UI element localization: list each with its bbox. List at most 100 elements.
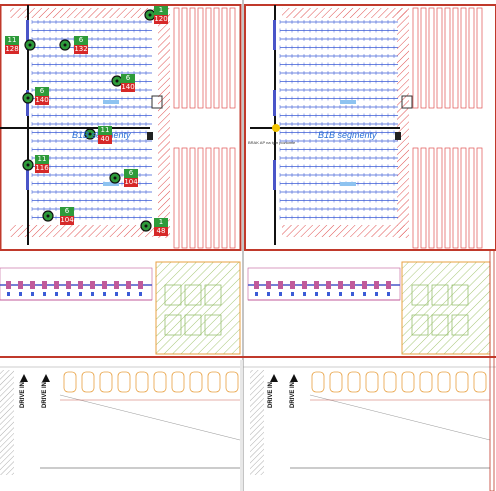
drive-in-label-3: DRIVE IN xyxy=(268,381,274,408)
pallet-slot xyxy=(431,284,449,306)
conveyor-node xyxy=(138,281,143,289)
conveyor-node xyxy=(19,292,22,296)
conveyor-node xyxy=(54,281,59,289)
conveyor-node xyxy=(350,281,355,289)
ap-icon-dot xyxy=(148,13,152,17)
pallet-slot xyxy=(184,314,202,336)
lower-wall xyxy=(0,356,496,368)
segment-label-right: B1B segmenty xyxy=(318,130,377,140)
long-rack xyxy=(420,147,427,249)
conveyor-node xyxy=(43,292,46,296)
pallet-slot xyxy=(451,284,469,306)
loading-docks xyxy=(63,371,487,393)
ap-marker-value: 120 xyxy=(154,15,168,24)
dock-door xyxy=(63,371,77,393)
ap-marker-count: 11 xyxy=(5,36,19,45)
dock-door xyxy=(347,371,361,393)
conveyor-node xyxy=(78,281,83,289)
pallet-slot xyxy=(164,284,182,306)
dock-door xyxy=(455,371,469,393)
conveyor-node xyxy=(114,281,119,289)
long-rack xyxy=(412,7,419,109)
conveyor-node xyxy=(278,281,283,289)
conveyor-node xyxy=(67,292,70,296)
long-rack xyxy=(213,147,220,249)
drive-in-label-1: DRIVE IN xyxy=(20,381,26,408)
conveyor-node xyxy=(327,292,330,296)
conveyor-node xyxy=(115,292,118,296)
drive-arrows xyxy=(20,374,298,382)
long-rack xyxy=(452,7,459,109)
dock-door xyxy=(225,371,239,393)
pallet-slot xyxy=(411,314,429,336)
ap-marker-count: 6 xyxy=(121,74,135,83)
dock-guides xyxy=(40,394,491,469)
dock-door xyxy=(189,371,203,393)
long-rack xyxy=(229,7,236,109)
conveyor-node xyxy=(31,292,34,296)
ap-icon-dot xyxy=(26,163,30,167)
long-rack xyxy=(476,7,483,109)
long-rack xyxy=(221,7,228,109)
conveyor-node xyxy=(102,281,107,289)
dock-door xyxy=(401,371,415,393)
small-equipment xyxy=(103,95,413,186)
ap-marker-value: 40 xyxy=(98,135,112,144)
long-rack xyxy=(213,7,220,109)
conveyor-node xyxy=(326,281,331,289)
conveyor-node xyxy=(362,281,367,289)
ap-marker-count: 11 xyxy=(35,155,49,164)
conveyor-node xyxy=(351,292,354,296)
dock-door xyxy=(311,371,325,393)
pallet-slot xyxy=(431,314,449,336)
ap-marker-count: 6 xyxy=(35,87,49,96)
long-racks xyxy=(173,7,483,249)
conveyor-node xyxy=(254,281,259,289)
long-rack xyxy=(468,147,475,249)
ap-marker-count: 6 xyxy=(74,36,88,45)
long-rack xyxy=(428,147,435,249)
conveyor-node xyxy=(103,292,106,296)
rack-rows-left xyxy=(31,20,152,220)
dock-door xyxy=(329,371,343,393)
conveyor-node xyxy=(42,281,47,289)
conveyor-node xyxy=(66,281,71,289)
dock-door xyxy=(99,371,113,393)
ap-icon-dot xyxy=(46,214,50,218)
drive-in-label-2: DRIVE IN xyxy=(42,381,48,408)
long-rack xyxy=(205,147,212,249)
conveyor-node xyxy=(338,281,343,289)
conveyor-node xyxy=(291,292,294,296)
long-rack xyxy=(197,7,204,109)
drive-in-label-4: DRIVE IN xyxy=(290,381,296,408)
ap-icons xyxy=(22,9,156,232)
dock-door xyxy=(207,371,221,393)
long-rack xyxy=(428,7,435,109)
ap-marker-value: 140 xyxy=(121,83,135,92)
conveyor-node xyxy=(315,292,318,296)
long-rack xyxy=(444,7,451,109)
conveyor-node xyxy=(387,292,390,296)
long-rack xyxy=(452,147,459,249)
ap-marker-count: 6 xyxy=(124,169,138,178)
conveyor-node xyxy=(18,281,23,289)
ap-marker-count: 1 xyxy=(154,6,168,15)
conveyor-node xyxy=(375,292,378,296)
long-rack xyxy=(460,147,467,249)
conveyor-node xyxy=(279,292,282,296)
dock-door xyxy=(383,371,397,393)
dock-door xyxy=(171,371,185,393)
long-rack xyxy=(181,147,188,249)
ap-marker-value: 116 xyxy=(35,164,49,173)
